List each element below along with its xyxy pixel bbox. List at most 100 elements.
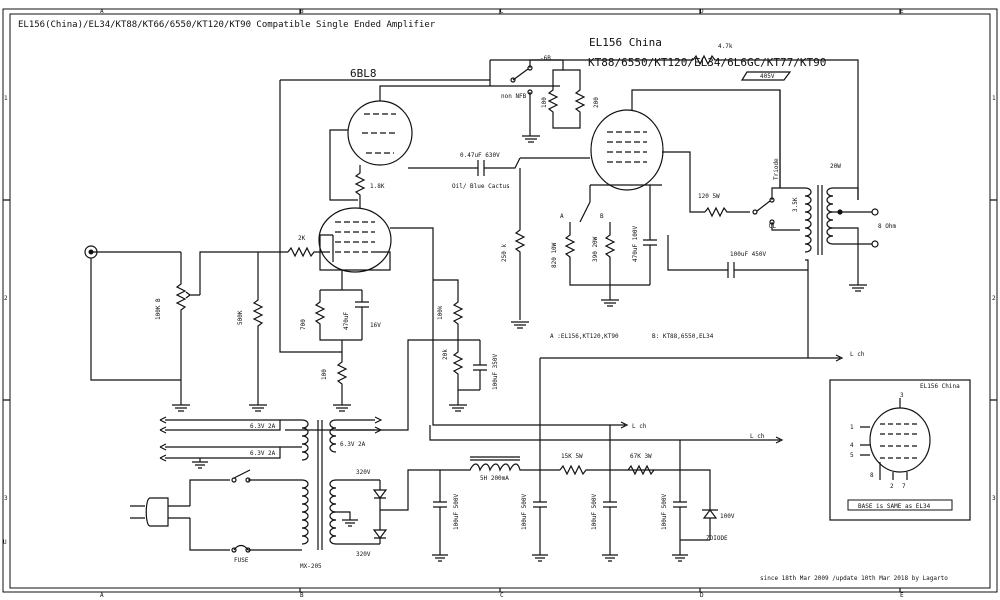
pinout-title: EL156 China: [920, 383, 960, 390]
cathode-resistor-b: [604, 230, 616, 300]
base-note: BASE is SAME as EL34: [858, 503, 931, 510]
row-label-right-3: 3: [992, 495, 996, 502]
feedback-resistor-label: 100: [321, 369, 328, 380]
plate-load-label: 100k: [437, 305, 444, 320]
cathode-cap-label: 470uF: [343, 312, 350, 330]
filter-cap-1: [432, 470, 448, 562]
filter-cap-2-label: 100uF 500V: [521, 493, 528, 530]
hv-label-1: 320V: [356, 469, 371, 476]
frame-ticks: [3, 9, 997, 592]
power-transformer: [301, 419, 380, 550]
triode-label: Triode: [773, 158, 780, 180]
coupling-cap-note: Oil/ Blue Cactus: [452, 183, 510, 190]
col-label-top-c: C: [500, 8, 504, 15]
tube-note-a: A :EL156,KT120,KT90: [550, 333, 619, 340]
row-label-left-3: 3: [4, 495, 8, 502]
heater-label-1: 6.3V 2A: [250, 423, 276, 430]
driver-interstage-wire: [329, 129, 358, 201]
row-label-right-1: 1: [992, 95, 996, 102]
nfb-resistor-4k7-label: 4.7k: [718, 43, 733, 50]
ground-volume: [172, 400, 190, 412]
zener-label: ZDIODE: [706, 535, 728, 542]
col-label-top-b: B: [300, 8, 304, 15]
filter-cap-3: [602, 425, 618, 562]
diagram-title: EL156(China)/EL34/KT88/KT66/6550/KT120/K…: [18, 20, 436, 30]
ground-feedback: [333, 404, 351, 412]
output-grid-label: 250 k: [501, 244, 508, 262]
heater-outputs: [159, 416, 383, 469]
nfb-resistor-4k7: [692, 54, 859, 200]
cathode-resistor: [314, 290, 362, 341]
pin-8: 8: [870, 472, 874, 479]
ground-gridleak: [249, 404, 267, 412]
screen-resistor: [704, 206, 750, 218]
volume-pot: [91, 251, 288, 400]
output-tube-list: KT88/6550/KT120/EL34/6L6GC/KT77/KT90: [588, 56, 826, 69]
heater-label-3: 6.3V 2A: [340, 441, 366, 448]
ground-decoupling: [449, 404, 467, 412]
filter-resistor-1-label: 15K 5W: [561, 453, 583, 460]
fb-capacitor-label: 100uF 450V: [730, 251, 767, 258]
nfb-resistor-200-label: 200: [593, 97, 600, 108]
gridleak-resistor: [252, 252, 264, 405]
cathode-node: [320, 270, 362, 291]
coupling-capacitor: [408, 157, 521, 176]
b-plus-driver-wire: [432, 280, 610, 426]
feedback-resistor: [336, 340, 348, 405]
footer-credit: since 18th Mar 2009 /update 10th Mar 201…: [760, 575, 948, 582]
zener-diode: [680, 469, 718, 540]
cathode-cap-voltage: 16V: [370, 322, 381, 329]
nfb-on-label: -6B: [540, 55, 551, 62]
cathode-resistor-label: 700: [300, 319, 307, 330]
col-label-bottom-c: C: [500, 592, 504, 599]
cathode-resistor-b-label: 390 20W: [592, 236, 599, 262]
col-label-top-a: A: [100, 8, 104, 15]
cathode-resistor-a-label: 820 10W: [551, 242, 558, 268]
pinout-box: [829, 379, 971, 521]
cathode-cap-output: [643, 185, 657, 285]
pin-1: 1: [850, 424, 854, 431]
cathode-switch: [569, 185, 611, 230]
filter-resistor-2-label: 67K 3W: [630, 453, 652, 460]
b-plus-box: [740, 71, 792, 81]
nfb-off-label: non NFB: [501, 93, 527, 100]
pin-5: 5: [850, 452, 854, 459]
col-label-bottom-a: A: [100, 592, 104, 599]
nfb-resistor-200: [562, 60, 586, 129]
coupling-cap-label: 0.47uF 630V: [460, 152, 500, 159]
pin-2: 2: [890, 483, 894, 490]
plate-resistor-1: [354, 165, 366, 208]
filter-resistor-1: [559, 464, 680, 476]
output-tube: [590, 89, 781, 213]
hv-label-2: 320V: [356, 551, 371, 558]
zener-voltage-label: 100V: [720, 513, 735, 520]
decoupling-resistor: [452, 340, 480, 391]
ground-speaker: [849, 270, 867, 292]
tube-note-b: B: KT88,6550,EL34: [652, 333, 714, 340]
pin-4: 4: [850, 442, 854, 449]
opt-power-label: 20W: [830, 163, 841, 170]
nfb-switch: [510, 59, 563, 136]
power-switch: [231, 469, 302, 483]
row-label-left-2: 2: [4, 295, 8, 302]
output-transformer: [779, 90, 872, 270]
choke-label: 5H 200mA: [480, 475, 509, 482]
b-plus-box-label: 405V: [760, 73, 775, 80]
plate-resistor-1-label: 1.8K: [370, 183, 385, 190]
lch-wire-2: [610, 421, 629, 429]
pin-7: 7: [902, 483, 906, 490]
col-label-bottom-d: D: [700, 592, 704, 599]
heater-label-2: 6.3V 2A: [250, 450, 276, 457]
switch-a-label: A: [560, 213, 564, 220]
row-label-left-1: 1: [4, 95, 8, 102]
driver-tube-label: 6BL8: [350, 67, 377, 80]
volume-label: 100K B: [155, 298, 162, 320]
fuse-label: FUSE: [234, 557, 249, 564]
filter-cap-3-label: 100uF 500V: [591, 493, 598, 530]
col-label-top-e: E: [900, 8, 904, 15]
pentode-plate-wire: [390, 227, 434, 280]
pin-3: 3: [900, 392, 904, 399]
switch-b-label: B: [600, 213, 604, 220]
driver-tube-pentode: [318, 207, 392, 273]
